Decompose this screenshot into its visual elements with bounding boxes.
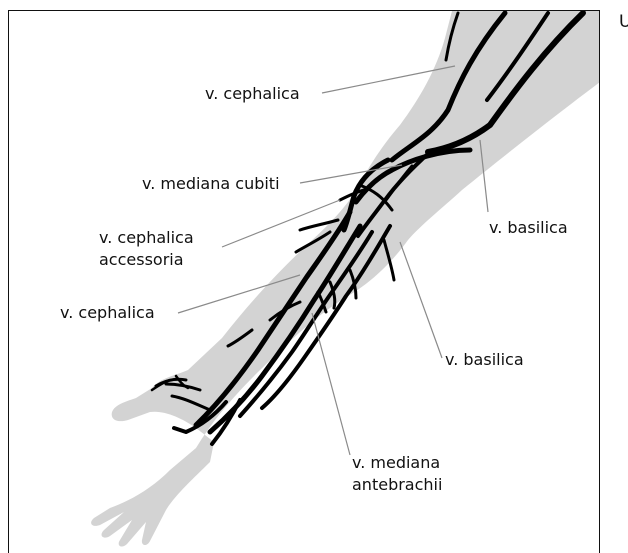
label-mediana-antebrachii-line2: antebrachii bbox=[352, 475, 442, 494]
label-basilica-lower: v. basilica bbox=[445, 350, 524, 369]
label-cephalica-accessoria-line1: v. cephalica bbox=[99, 228, 194, 247]
label-cephalica-upper: v. cephalica bbox=[205, 84, 300, 103]
arm-silhouette bbox=[91, 11, 600, 547]
label-basilica-upper: v. basilica bbox=[489, 218, 568, 237]
label-mediana-antebrachii-line1: v. mediana bbox=[352, 453, 440, 472]
label-cephalica-lower: v. cephalica bbox=[60, 303, 155, 322]
label-cephalica-accessoria-line2: accessoria bbox=[99, 250, 184, 269]
label-mediana-cubiti: v. mediana cubiti bbox=[142, 174, 280, 193]
